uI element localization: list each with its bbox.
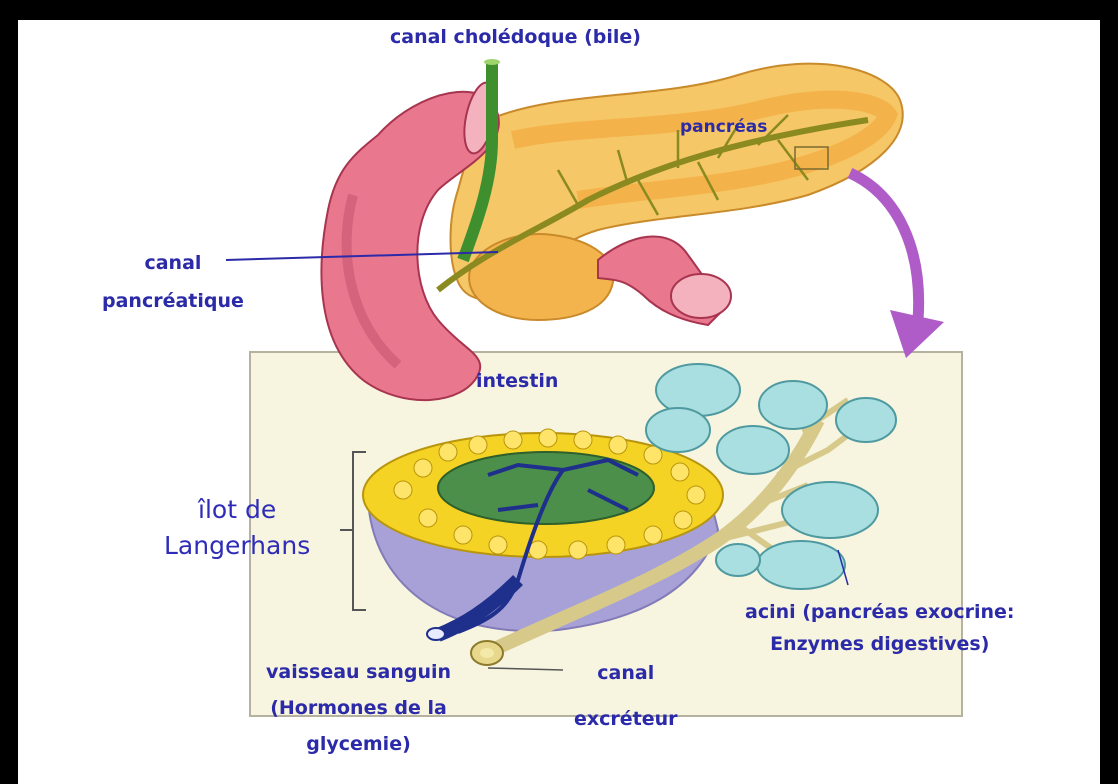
pancreas-illustration [18, 20, 1100, 784]
pancreas-tail-lobe [469, 234, 614, 320]
islet-core [438, 452, 654, 524]
label-intestine: intestin [476, 370, 558, 393]
diagram-frame: canal cholédoque (bile) pancréas canal p… [18, 20, 1100, 784]
label-acini: acini (pancréas exocrine: Enzymes digest… [745, 596, 1015, 660]
label-bile-duct: canal cholédoque (bile) [390, 26, 641, 49]
label-pancreas: pancréas [680, 117, 767, 137]
intestine-opening-end [671, 274, 731, 318]
label-pancreatic-duct: canal pancréatique [102, 244, 244, 320]
label-blood-vessel: vaisseau sanguin (Hormones de la glycemi… [266, 654, 451, 762]
zoom-arrow [850, 173, 919, 320]
label-excretory-duct: canal excréteur [574, 650, 678, 742]
label-islet-of-langerhans: îlot de Langerhans [164, 492, 310, 565]
zoom-arrow-head [890, 310, 944, 358]
blood-vessel-opening [427, 628, 445, 640]
bile-duct-opening [484, 59, 500, 65]
